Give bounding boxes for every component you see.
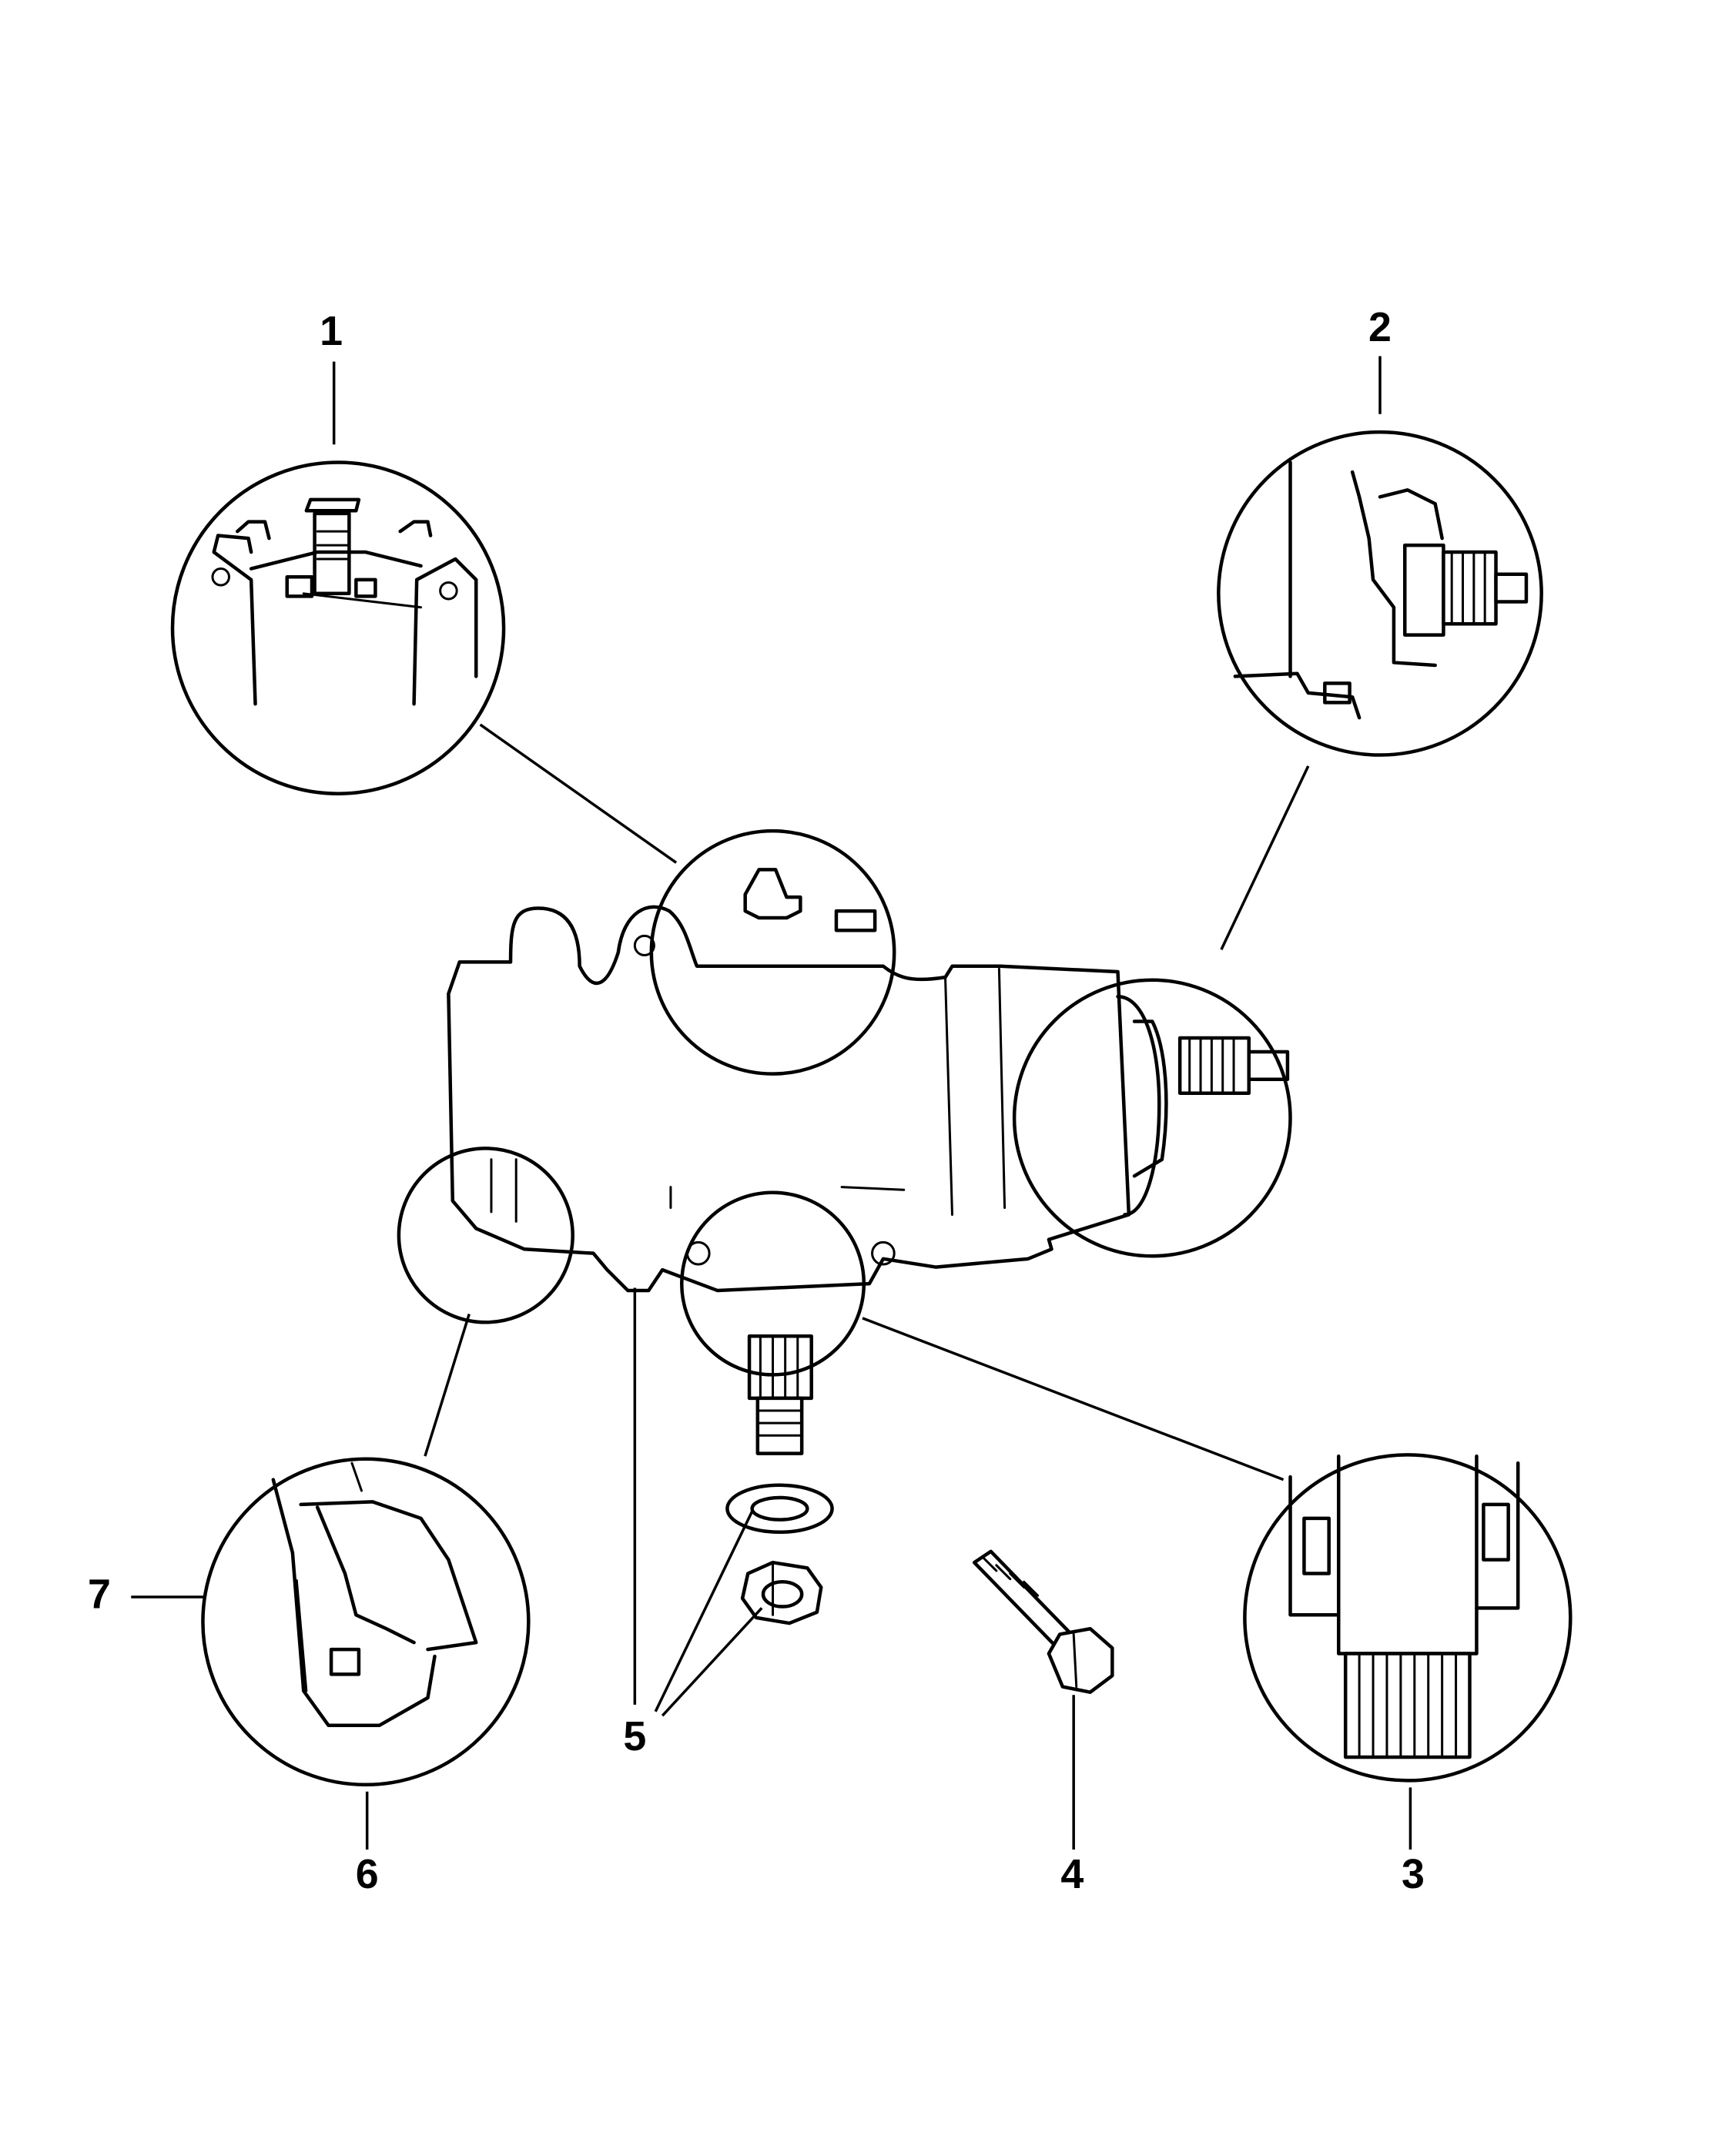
leader-lines	[131, 356, 1410, 1850]
callout-3: 3	[1402, 1851, 1425, 1897]
callout-7: 7	[88, 1571, 111, 1617]
nut	[742, 1562, 821, 1623]
detail-circle-3	[1244, 1455, 1570, 1780]
callout-4: 4	[1060, 1851, 1084, 1897]
indicator-circles	[399, 831, 1291, 1374]
detail-circle-2	[1218, 432, 1541, 755]
callout-1: 1	[320, 308, 343, 354]
callout-labels: 1 2 3 4 5 6 7	[88, 304, 1425, 1897]
mounting-bolt	[974, 1552, 1112, 1692]
washer	[727, 1485, 832, 1532]
callout-5: 5	[623, 1713, 646, 1759]
callout-2: 2	[1368, 304, 1392, 350]
detail-circle-1	[172, 463, 504, 794]
detail-circle-6	[203, 1459, 528, 1785]
steering-gear-housing	[448, 869, 1288, 1453]
callout-6: 6	[356, 1851, 379, 1897]
